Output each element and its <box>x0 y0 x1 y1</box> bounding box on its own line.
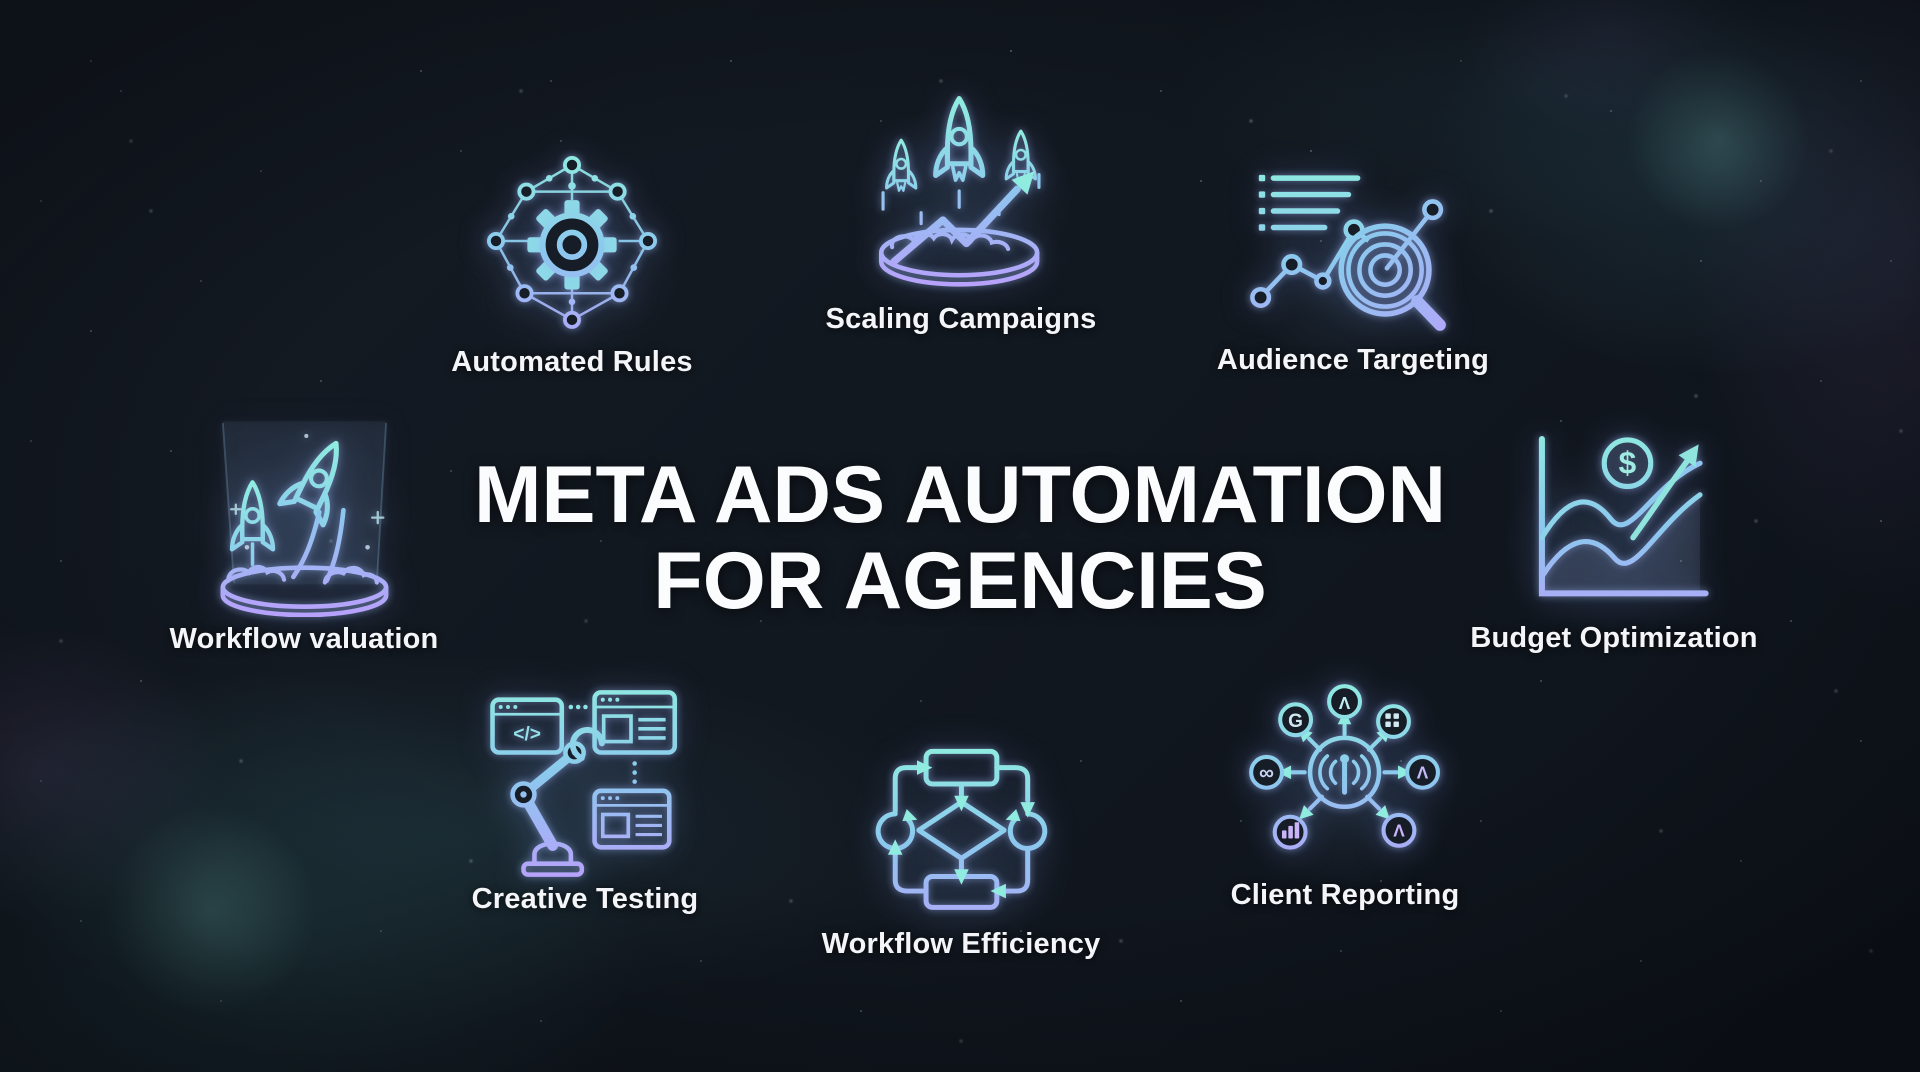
rocket-left <box>229 480 276 567</box>
browser-window-ad <box>592 690 678 755</box>
list-glyph <box>1258 174 1360 231</box>
rocket-right <box>277 440 339 528</box>
flowchart-loop-icon <box>875 748 1048 910</box>
feature-workflow-efficiency: Workflow Efficiency <box>751 744 1171 961</box>
google-badge <box>1278 702 1314 738</box>
feature-automated-rules: Automated Rules <box>362 146 782 379</box>
logo-badge-right <box>1405 754 1440 790</box>
feature-scaling-campaigns: Scaling Campaigns <box>751 84 1171 336</box>
loop-circle-right <box>1007 811 1048 851</box>
feature-label: Workflow Efficiency <box>821 928 1101 960</box>
broadcast-hub <box>1307 735 1382 810</box>
title-line-1: META ADS AUTOMATION <box>474 450 1446 540</box>
growth-arrow <box>1630 444 1699 541</box>
sparkles <box>230 503 385 525</box>
robot-arm-browsers-icon: </> <box>490 690 678 877</box>
feature-workflow-valuation: Workflow valuation <box>94 408 514 656</box>
gear-glyph <box>527 200 617 290</box>
meta-badge <box>1249 754 1285 790</box>
feature-label: Automated Rules <box>451 346 693 378</box>
svg-text:</>: </> <box>513 724 541 745</box>
grid-badge <box>1376 704 1411 740</box>
axes <box>1538 435 1709 597</box>
feature-label: Creative Testing <box>471 883 699 915</box>
target-magnifier-glyph <box>1337 214 1446 331</box>
radiating-arrows <box>1289 723 1400 811</box>
dots-vertical <box>632 761 637 784</box>
feature-label: Budget Optimization <box>1470 622 1758 654</box>
rockets-platform-hologram-icon <box>220 421 389 617</box>
broadcast-integrations-icon: G Λ ∞ Λ Λ <box>1249 684 1440 850</box>
browser-window-report <box>592 788 672 850</box>
logo-badge-top <box>1327 684 1362 720</box>
svg-text:$: $ <box>1619 444 1637 480</box>
growth-arrow <box>890 171 1035 266</box>
logo-badge-bottom-right <box>1381 812 1417 848</box>
logo-top-glyph: Λ <box>1339 693 1351 713</box>
flow-top-box <box>923 748 1000 787</box>
grid-glyph <box>1385 713 1399 727</box>
dollar-coin: $ <box>1601 437 1654 490</box>
feature-client-reporting: G Λ ∞ Λ Λ Client Reporting <box>1135 678 1555 912</box>
feature-creative-testing: </> <box>375 676 795 916</box>
feature-budget-optimization: $ Budget Optimization <box>1404 426 1824 655</box>
rockets-launch-icon <box>878 84 1041 287</box>
feature-audience-targeting: Audience Targeting <box>1143 162 1563 377</box>
browser-window-code: </> <box>490 697 565 755</box>
logo-right-glyph: Λ <box>1417 763 1429 783</box>
exhaust-plume <box>291 507 346 584</box>
page-title: META ADS AUTOMATION FOR AGENCIES <box>0 452 1920 624</box>
feature-label: Workflow valuation <box>169 623 439 655</box>
feature-label: Scaling Campaigns <box>825 303 1097 335</box>
feature-label: Client Reporting <box>1230 879 1460 911</box>
meta-infinity-glyph: ∞ <box>1259 762 1274 785</box>
loop-circle-left <box>875 811 916 851</box>
title-line-2: FOR AGENCIES <box>653 536 1267 626</box>
growth-chart-dollar-icon: $ <box>1538 435 1709 597</box>
feature-label: Audience Targeting <box>1216 344 1490 376</box>
network-gear-icon <box>486 155 658 329</box>
dots-horizontal <box>568 704 588 710</box>
robot-arm <box>510 726 605 877</box>
bar-chart-glyph <box>1281 822 1300 839</box>
logo-bottom-right-glyph: Λ <box>1393 821 1405 841</box>
area-fill <box>1541 494 1701 594</box>
google-glyph: G <box>1288 711 1303 732</box>
target-magnifier-chart-icon <box>1249 174 1446 331</box>
curve-lower <box>1539 492 1703 580</box>
